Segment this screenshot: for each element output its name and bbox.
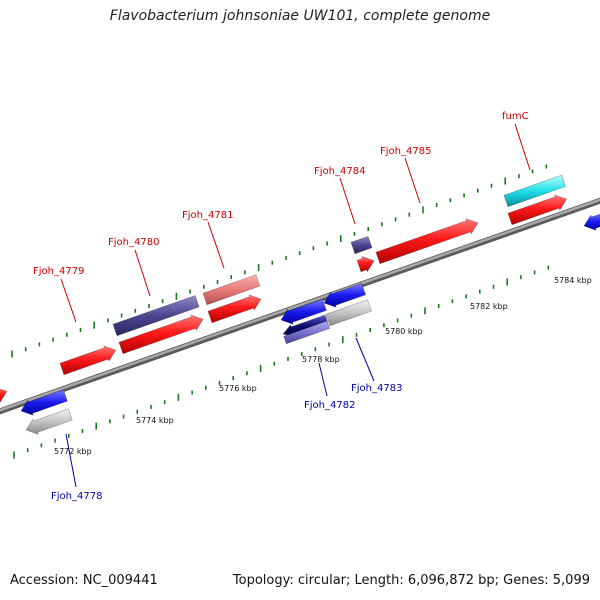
gene-arrow-fumc-b[interactable]: [507, 194, 568, 226]
gene-arrow-fjoh-4781[interactable]: [202, 274, 261, 306]
gene-arrow-fjoh-4784-b[interactable]: [356, 256, 375, 273]
gene-arrow-fjoh-4778-b[interactable]: [25, 408, 73, 435]
scale-labels: 5772 kbp 5774 kbp 5776 kbp 5778 kbp 5780…: [54, 276, 592, 456]
scale-label-5774: 5774 kbp: [136, 416, 174, 425]
accession-text: Accession: NC_009441: [10, 573, 158, 588]
gene-arrow-fjoh-4780-b[interactable]: [118, 314, 204, 355]
gene-arrow-fjoh-4778[interactable]: [20, 389, 68, 416]
gene-arrow-fjoh-4779[interactable]: [59, 345, 117, 376]
label-fjoh-4782: Fjoh_4782: [304, 400, 355, 411]
label-fjoh-4784: Fjoh_4784: [314, 166, 365, 177]
scale-label-5784: 5784 kbp: [554, 276, 592, 285]
gene-arrow-fjoh-4780[interactable]: [112, 295, 200, 337]
scale-label-5782: 5782 kbp: [470, 302, 508, 311]
label-fumc: fumC: [502, 111, 529, 122]
label-fjoh-4781: Fjoh_4781: [182, 210, 233, 221]
scale-label-5780: 5780 kbp: [385, 327, 423, 336]
lower-tick-row: [13, 265, 550, 459]
gene-arrow-right-edge[interactable]: [583, 213, 600, 231]
label-fjoh-4779: Fjoh_4779: [33, 266, 84, 277]
callout-lines: [60, 123, 531, 488]
topology-text: Topology: circular; Length: 6,096,872 bp…: [232, 573, 590, 588]
genome-backbone: [0, 197, 600, 415]
label-fjoh-4778: Fjoh_4778: [51, 491, 102, 502]
gene-arrow-fjoh-4785[interactable]: [375, 218, 479, 265]
upper-tick-row: [11, 164, 548, 358]
gene-arrow-left-edge[interactable]: [0, 387, 8, 404]
gene-labels: Fjoh_4779 Fjoh_4780 Fjoh_4781 Fjoh_4784 …: [33, 111, 529, 502]
scale-label-5776: 5776 kbp: [219, 384, 257, 393]
scale-label-5778: 5778 kbp: [302, 355, 340, 364]
gene-arrow-fjoh-4783[interactable]: [323, 283, 366, 308]
scale-label-5772: 5772 kbp: [54, 447, 92, 456]
gene-arrow-fjoh-4781-b[interactable]: [207, 294, 262, 324]
gene-arrow-fumc[interactable]: [503, 174, 566, 208]
map-title: Flavobacterium johnsoniae UW101, complet…: [109, 8, 491, 24]
gene-arrow-fjoh-4783-b[interactable]: [325, 299, 372, 327]
gene-arrow-fjoh-4784[interactable]: [350, 236, 373, 255]
label-fjoh-4780: Fjoh_4780: [108, 237, 159, 248]
label-fjoh-4785: Fjoh_4785: [380, 146, 431, 157]
gene-arrow-fjoh-4782[interactable]: [280, 298, 327, 325]
gene-arrow-fjoh-4782-c[interactable]: [283, 320, 331, 345]
label-fjoh-4783: Fjoh_4783: [351, 383, 402, 394]
